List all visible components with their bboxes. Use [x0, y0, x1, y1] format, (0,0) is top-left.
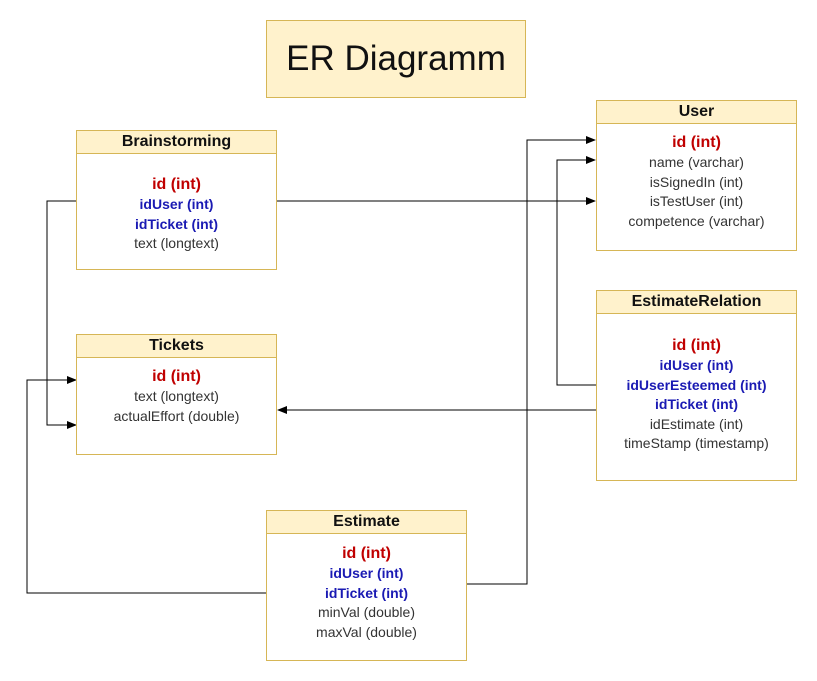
estimaterelation-entity-header: EstimateRelation — [597, 291, 796, 314]
brainstorming-attr-iduser: idUser (int) — [139, 196, 214, 212]
tickets-attr-text: text (longtext) — [134, 388, 219, 404]
estimaterelation-attr-iduser: idUser (int) — [659, 357, 734, 373]
tickets-attr-id: id (int) — [152, 368, 201, 385]
user-attr-name: name (varchar) — [649, 154, 744, 170]
user-entity-header: User — [597, 101, 796, 124]
user-attr-issignedin: isSignedIn (int) — [649, 173, 744, 190]
edge-estimate-user — [467, 136, 596, 585]
estimate-entity-header: Estimate — [267, 511, 466, 534]
diagram-title: ER Diagramm — [266, 20, 526, 98]
estimaterelation-attr-timestamp: timeStamp (timestamp) — [624, 435, 769, 451]
brainstorming-attr-id: id (int) — [152, 176, 201, 193]
user-attr-id: id (int) — [672, 134, 721, 151]
brainstorming-attr-text: text (longtext) — [134, 235, 219, 251]
estimate-attr-idticket: idTicket (int) — [325, 584, 408, 601]
estimaterelation-attr-iduseresteemed: idUserEsteemed (int) — [626, 376, 767, 393]
estimate-entity[interactable]: Estimate id (int) idUser (int) idTicket … — [266, 510, 467, 661]
tickets-entity[interactable]: Tickets id (int) text (longtext) actualE… — [76, 334, 277, 455]
estimaterelation-attr-idestimate: idEstimate (int) — [649, 415, 744, 432]
edge-estimaterelation-user — [556, 156, 596, 386]
estimaterelation-entity[interactable]: EstimateRelation id (int) idUser (int) i… — [596, 290, 797, 481]
edge-brainstorming-tickets — [46, 200, 77, 429]
estimate-attr-id: id (int) — [342, 545, 391, 562]
brainstorming-entity-header: Brainstorming — [77, 131, 276, 154]
estimate-attr-maxval: maxVal (double) — [316, 623, 417, 640]
user-entity[interactable]: User id (int) name (varchar) isSignedIn … — [596, 100, 797, 251]
user-attr-competence: competence (varchar) — [628, 212, 765, 229]
estimaterelation-attr-idticket: idTicket (int) — [655, 396, 738, 412]
estimate-attr-iduser: idUser (int) — [329, 565, 404, 581]
user-attr-istestuser: isTestUser (int) — [649, 193, 744, 209]
tickets-entity-header: Tickets — [77, 335, 276, 358]
brainstorming-entity[interactable]: Brainstorming id (int) idUser (int) idTi… — [76, 130, 277, 270]
tickets-attr-actualeffort: actualEffort (double) — [113, 407, 240, 424]
estimaterelation-attr-id: id (int) — [672, 337, 721, 354]
brainstorming-attr-idticket: idTicket (int) — [135, 215, 218, 232]
estimate-attr-minval: minVal (double) — [317, 604, 415, 620]
